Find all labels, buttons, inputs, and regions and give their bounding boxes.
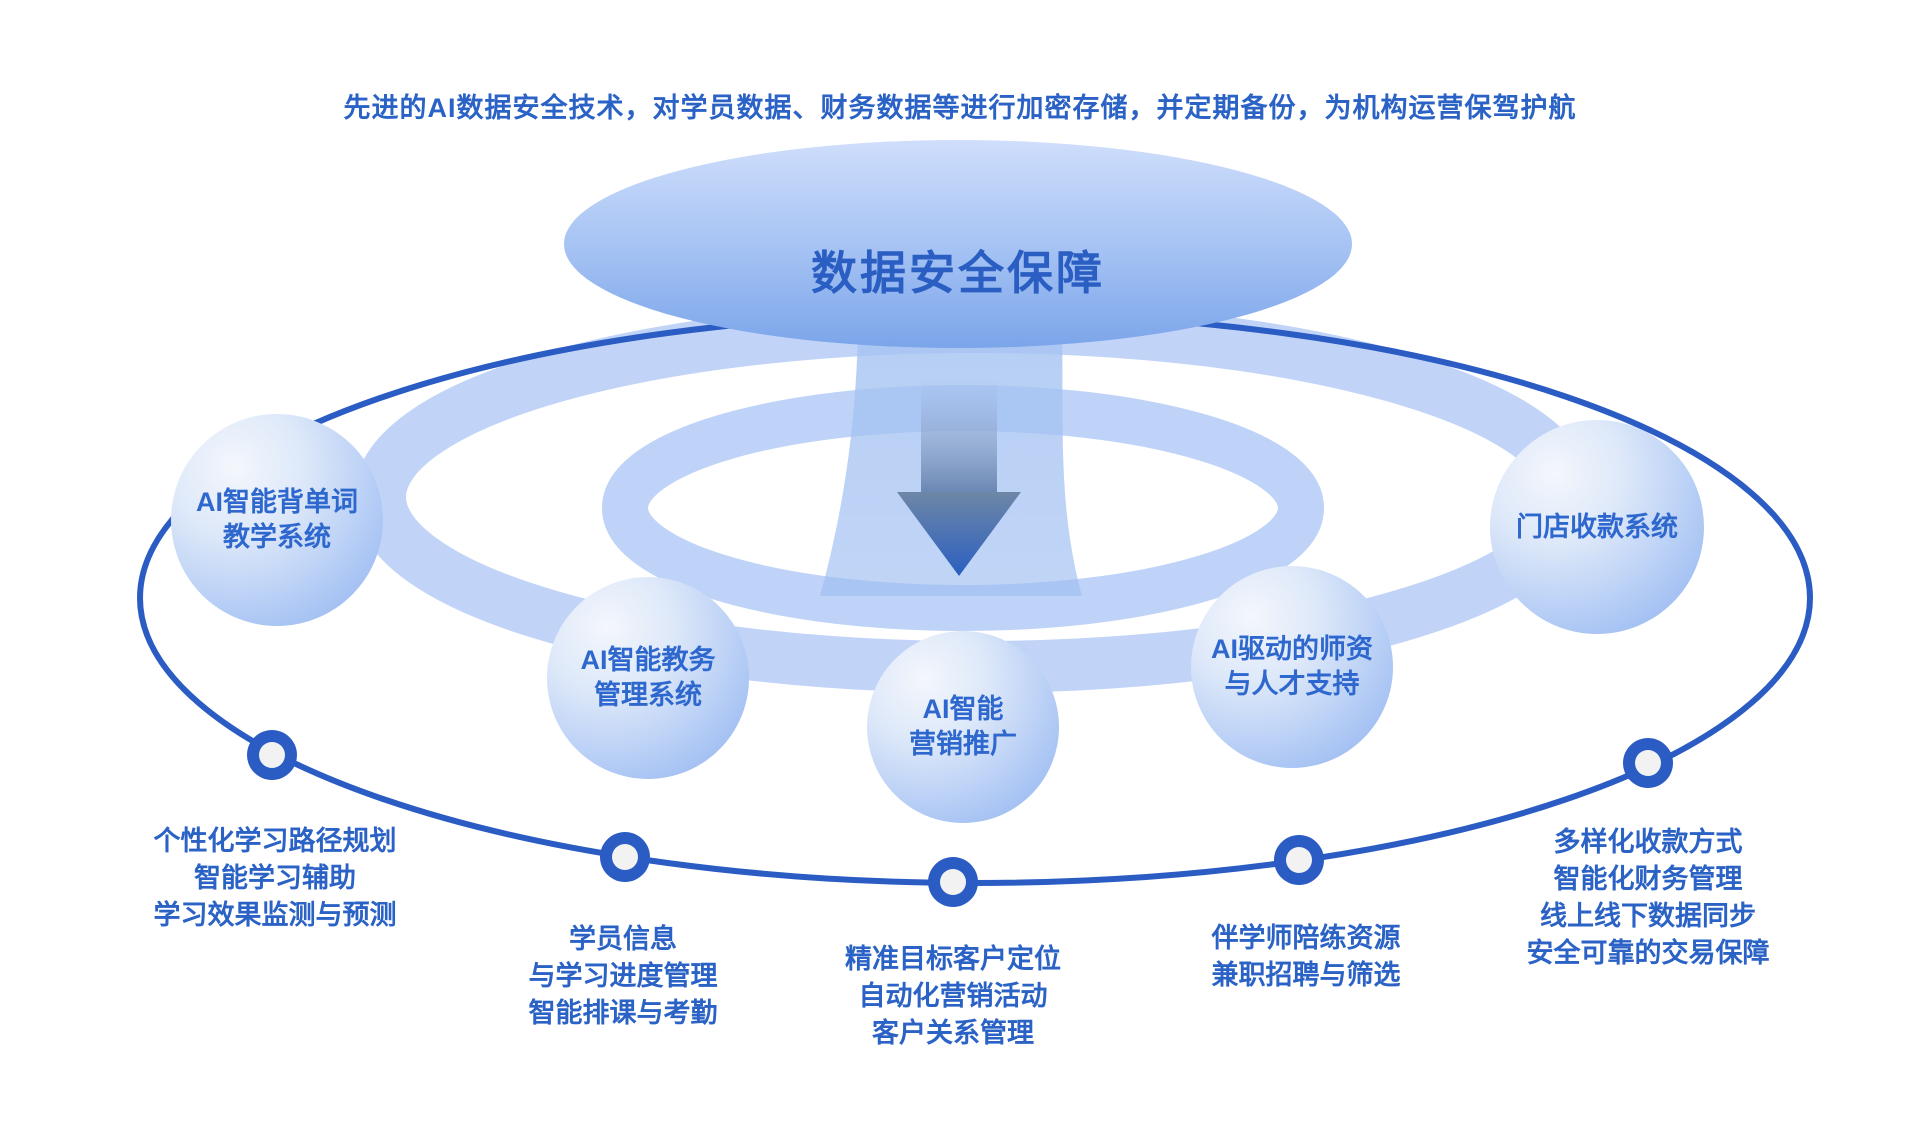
node-label-line: AI智能教务 <box>580 645 716 675</box>
node-label-line: 营销推广 <box>909 729 1017 759</box>
orbit-marker-4 <box>1274 835 1324 885</box>
orbit-marker-2 <box>600 832 650 882</box>
node-vocab-teaching-circle: AI智能背单词 教学系统 <box>171 414 383 626</box>
feature-line: 兼职招聘与筛选 <box>1211 960 1401 990</box>
features-store-payment: 多样化收款方式 智能化财务管理 线上线下数据同步 安全可靠的交易保障 <box>1428 824 1868 972</box>
down-arrow-stem <box>921 378 997 496</box>
node-label-line: 教学系统 <box>223 522 331 552</box>
node-label-line: AI驱动的师资 <box>1211 634 1373 664</box>
feature-line: 线上线下数据同步 <box>1540 901 1756 931</box>
node-label-line: 门店收款系统 <box>1516 511 1678 542</box>
features-academic-admin: 学员信息 与学习进度管理 智能排课与考勤 <box>403 921 843 1032</box>
feature-line: 智能排课与考勤 <box>528 998 718 1028</box>
orbit-marker-5 <box>1623 738 1673 788</box>
feature-line: 自动化营销活动 <box>858 981 1048 1011</box>
node-label-line: AI智能背单词 <box>196 487 358 517</box>
features-vocab-teaching: 个性化学习路径规划 智能学习辅助 学习效果监测与预测 <box>55 823 495 934</box>
feature-line: 智能化财务管理 <box>1553 864 1743 894</box>
features-teacher-talent: 伴学师陪练资源 兼职招聘与筛选 <box>1086 920 1526 994</box>
hub-ellipse <box>564 140 1352 348</box>
feature-line: 与学习进度管理 <box>528 961 718 991</box>
feature-line: 伴学师陪练资源 <box>1211 923 1401 953</box>
orbit-marker-3 <box>928 857 978 907</box>
feature-line: 客户关系管理 <box>872 1018 1034 1048</box>
hub-title: 数据安全保障 <box>811 247 1105 299</box>
down-arrow-head <box>897 492 1021 576</box>
node-label-line: AI智能 <box>922 694 1004 724</box>
features-marketing: 精准目标客户定位 自动化营销活动 客户关系管理 <box>733 941 1173 1052</box>
node-label-line: 管理系统 <box>594 680 702 710</box>
page-subtitle: 先进的AI数据安全技术，对学员数据、财务数据等进行加密存储，并定期备份，为机构运… <box>343 93 1577 123</box>
node-label-line: 与人才支持 <box>1224 669 1360 699</box>
feature-line: 安全可靠的交易保障 <box>1526 938 1770 968</box>
feature-line: 个性化学习路径规划 <box>153 826 397 856</box>
feature-line: 精准目标客户定位 <box>845 944 1061 974</box>
node-store-payment-circle: 门店收款系统 <box>1490 420 1704 634</box>
feature-line: 多样化收款方式 <box>1553 827 1743 857</box>
feature-line: 学员信息 <box>569 924 677 954</box>
feature-line: 智能学习辅助 <box>194 863 356 893</box>
node-teacher-talent-circle: AI驱动的师资 与人才支持 <box>1191 566 1393 768</box>
feature-line: 学习效果监测与预测 <box>153 900 397 930</box>
node-marketing-circle: AI智能 营销推广 <box>867 631 1059 823</box>
orbit-marker-1 <box>247 730 297 780</box>
node-academic-admin-circle: AI智能教务 管理系统 <box>547 577 749 779</box>
